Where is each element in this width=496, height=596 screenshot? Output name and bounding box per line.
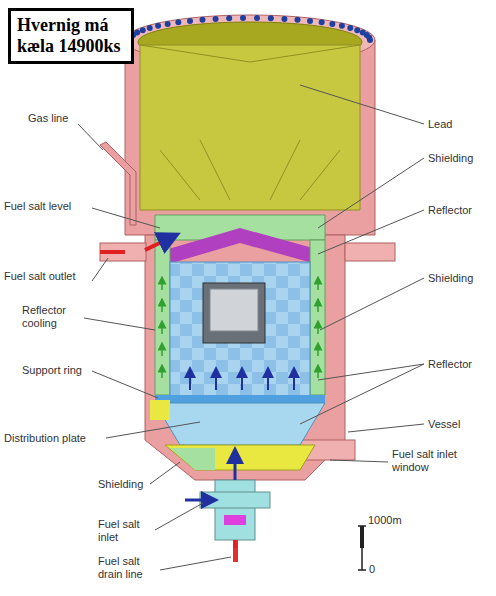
part-label: Gas line <box>28 112 98 125</box>
part-label: Shielding <box>428 152 492 165</box>
part-label: Reflector cooling <box>22 304 84 330</box>
scale-label: 0 <box>369 563 389 576</box>
part-label: Shielding <box>428 272 492 285</box>
part-label: Vessel <box>428 418 488 431</box>
title-box: Hvernig má kæla 14900ks <box>8 8 134 64</box>
part-label: Fuel salt inlet window <box>392 448 488 474</box>
part-label: Lead <box>428 118 488 131</box>
part-label: Fuel salt outlet <box>4 270 104 283</box>
part-label: Shielding <box>98 478 168 491</box>
part-label: Reflector <box>428 358 492 371</box>
part-label: Fuel salt drain line <box>98 555 160 581</box>
part-label: Reflector <box>428 204 492 217</box>
part-label: Fuel salt inlet <box>98 518 154 544</box>
part-label: Support ring <box>22 364 102 377</box>
part-label: Fuel salt level <box>4 200 96 213</box>
part-label: Distribution plate <box>4 432 108 445</box>
scale-label: 1000m <box>368 514 418 527</box>
